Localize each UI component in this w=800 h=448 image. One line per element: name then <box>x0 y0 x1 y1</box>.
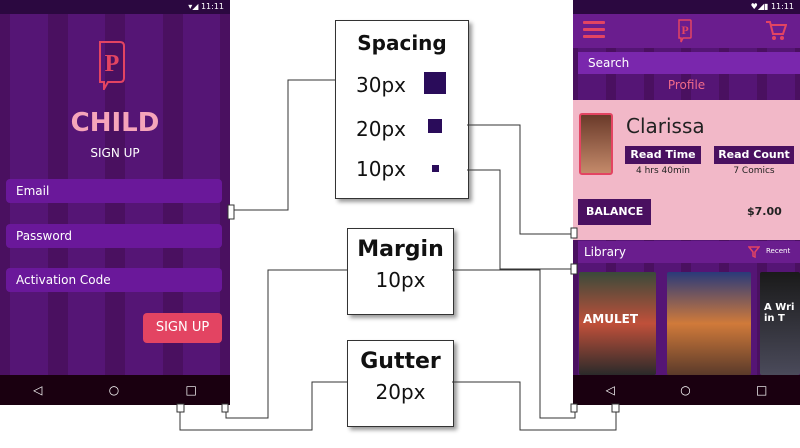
spacing-10: 10px <box>356 157 406 181</box>
spacing-30-swatch <box>424 72 446 94</box>
svg-text:P: P <box>105 51 120 77</box>
email-field[interactable]: Email <box>6 179 222 203</box>
margin-legend: Margin 10px <box>347 228 454 315</box>
android-nav-bar: ◁ ○ □ <box>0 375 230 405</box>
balance-label: BALANCE <box>578 199 652 225</box>
password-field[interactable]: Password <box>6 224 222 248</box>
tab-profile[interactable]: Profile <box>667 78 706 92</box>
status-bar: ▾◢ 11:11 <box>0 0 230 14</box>
home-icon[interactable]: ○ <box>680 383 691 397</box>
balance-value: $7.00 <box>747 205 782 218</box>
svg-text:P: P <box>681 23 688 37</box>
home-icon[interactable]: ○ <box>108 383 120 397</box>
android-nav-bar: ◁ ○ □ <box>573 375 800 405</box>
read-time-label: Read Time <box>625 146 701 164</box>
status-bar: ♥◢▮ 11:11 <box>573 0 800 14</box>
read-count-label: Read Count <box>714 146 794 164</box>
gutter-title: Gutter <box>360 349 441 374</box>
spacing-20: 20px <box>356 117 406 141</box>
comic-cover-3[interactable]: A Wri in T <box>760 272 800 375</box>
spacing-title: Spacing <box>357 31 447 55</box>
spacing-20-swatch <box>428 119 442 133</box>
app-title: CHILD <box>70 108 160 138</box>
logo-p-icon: P <box>678 19 692 43</box>
gutter-legend: Gutter 20px <box>347 340 454 427</box>
activation-code-field[interactable]: Activation Code <box>6 268 222 292</box>
library-label: Library <box>584 245 626 259</box>
logo-p-icon: P <box>99 41 125 90</box>
signup-phone-mockup: ▾◢ 11:11 P CHILD SIGN UP Email Password … <box>0 0 230 405</box>
cart-icon[interactable] <box>765 19 787 41</box>
filter-icon[interactable] <box>748 246 760 258</box>
spacing-30: 30px <box>356 73 406 97</box>
gutter-value: 20px <box>375 380 426 404</box>
comic-cover-amulet[interactable]: AMULET <box>579 272 656 375</box>
back-icon[interactable]: ◁ <box>605 383 615 397</box>
cover-title: A Wri in T <box>764 302 795 324</box>
recents-icon[interactable]: □ <box>185 383 197 397</box>
avatar <box>579 113 613 175</box>
battery-icon: ♥◢▮ <box>750 2 769 11</box>
signup-button[interactable]: SIGN UP <box>143 313 222 343</box>
hamburger-icon[interactable] <box>583 21 605 39</box>
comic-cover-2[interactable] <box>667 272 751 375</box>
library-header: Library <box>578 241 800 263</box>
status-time: 11:11 <box>200 2 224 11</box>
status-time: 11:11 <box>770 2 794 11</box>
profile-name: Clarissa <box>626 114 705 138</box>
recent-label[interactable]: Recent <box>766 247 791 255</box>
spacing-legend: Spacing 30px 20px 10px <box>335 20 469 199</box>
cover-title: AMULET <box>583 312 639 326</box>
margin-title: Margin <box>357 237 444 262</box>
margin-value: 10px <box>375 268 426 292</box>
spacing-10-swatch <box>432 165 439 172</box>
recents-icon[interactable]: □ <box>756 383 768 397</box>
signup-subtitle: SIGN UP <box>90 146 140 160</box>
signal-icon: ▾◢ <box>188 2 199 11</box>
search-input[interactable]: Search <box>578 52 800 74</box>
back-icon[interactable]: ◁ <box>33 383 43 397</box>
read-time-value: 4 hrs 40min <box>636 166 690 176</box>
read-count-value: 7 Comics <box>733 166 775 176</box>
